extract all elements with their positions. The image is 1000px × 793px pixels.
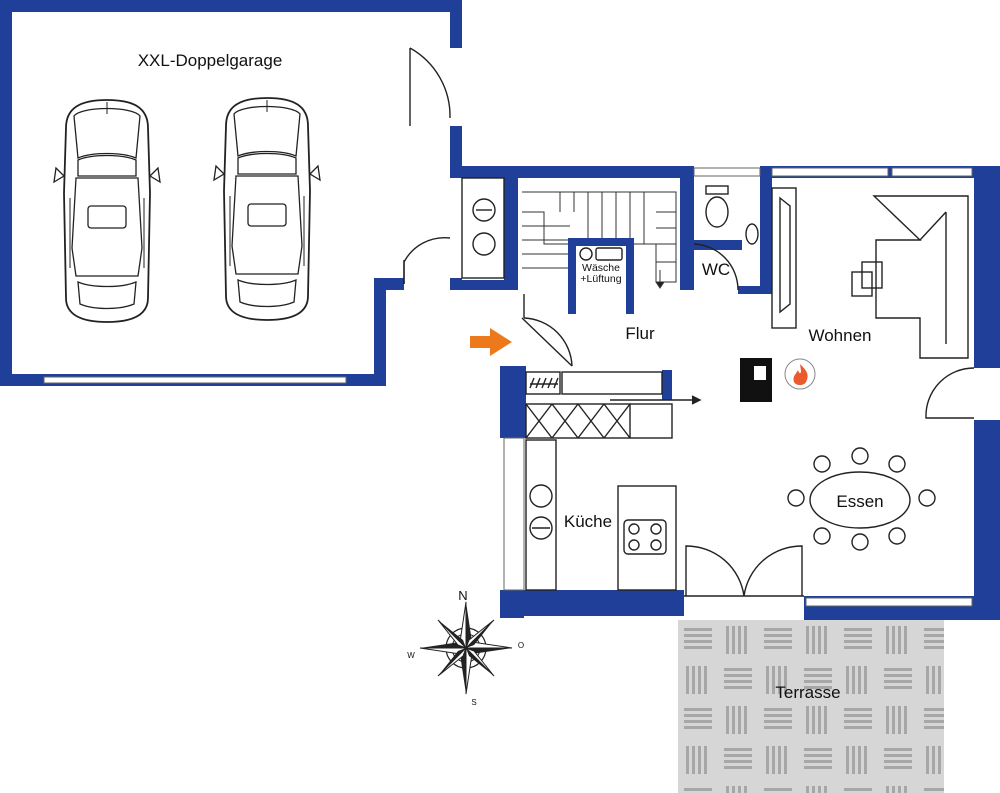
compass-south: S — [471, 698, 476, 707]
fireplace — [740, 358, 816, 402]
coffee-table — [851, 261, 883, 297]
hallway-wardrobe — [525, 371, 702, 405]
utility-label-line1: Wäsche — [582, 262, 620, 274]
compass-east: O — [518, 641, 524, 650]
terrace-area — [678, 620, 944, 793]
sofa — [872, 195, 969, 359]
compass-west: W — [407, 651, 415, 660]
garage-label: XXL-Doppelgarage — [138, 51, 283, 70]
dining-table — [787, 447, 936, 551]
terrace-doors[interactable] — [684, 545, 804, 597]
hallway-label: Flur — [625, 324, 655, 343]
terrace-label: Terrasse — [775, 683, 840, 702]
entrance-arrow-icon — [470, 328, 512, 356]
garage-inner-door[interactable] — [403, 236, 451, 284]
wc-fixtures — [693, 185, 759, 291]
compass-north: N — [458, 588, 467, 603]
living-side-door[interactable] — [925, 367, 975, 419]
windows — [43, 167, 973, 607]
kitchen-upper-cabinets — [525, 403, 673, 439]
kitchen-label: Küche — [564, 512, 612, 531]
car-right — [213, 97, 321, 321]
flame-icon — [793, 364, 808, 385]
kitchen-island — [617, 485, 677, 591]
kitchen-counter — [525, 439, 557, 591]
wc-label: WC — [702, 260, 730, 279]
front-door[interactable] — [521, 294, 573, 367]
utility-label-line2: +Lüftung — [580, 273, 621, 285]
entry-sink — [461, 177, 505, 279]
car-left — [53, 99, 161, 323]
utility-room: Wäsche +Lüftung — [568, 238, 634, 314]
compass-rose-icon — [419, 601, 513, 695]
tv-unit — [771, 187, 797, 329]
living-label: Wohnen — [808, 326, 871, 345]
garage-side-door[interactable] — [409, 47, 451, 126]
dining-label: Essen — [836, 492, 883, 511]
